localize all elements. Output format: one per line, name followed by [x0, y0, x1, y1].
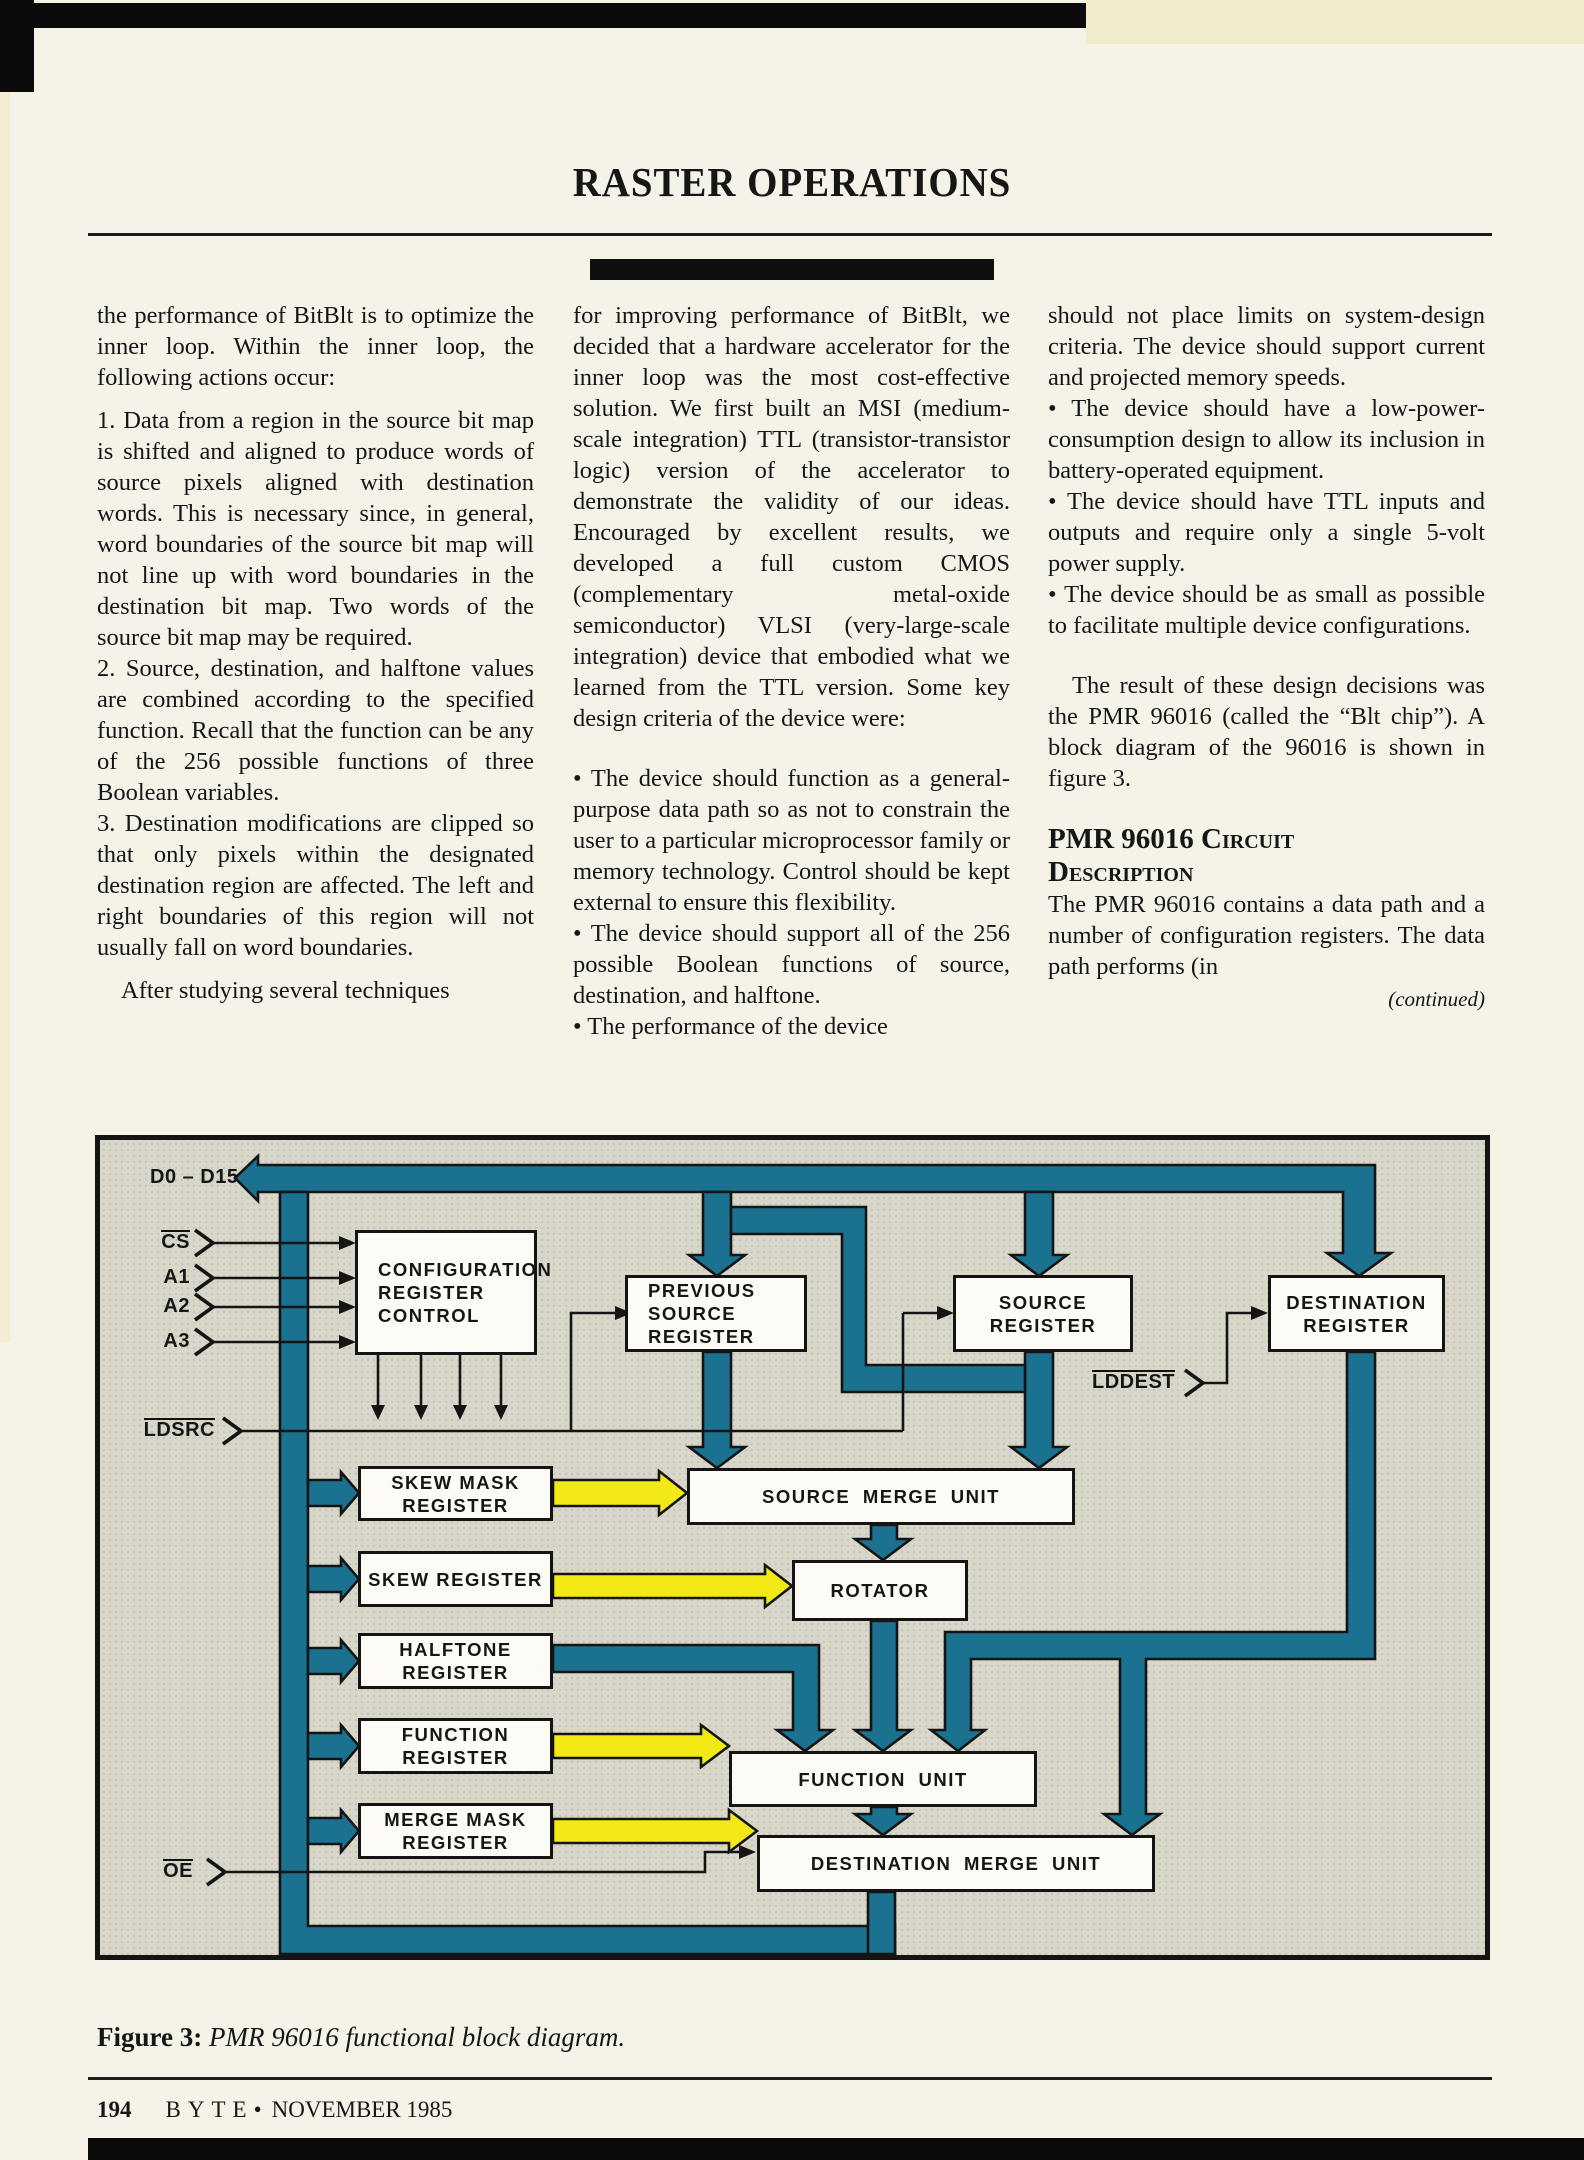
caption-rule: [88, 2077, 1492, 2080]
paragraph: The PMR 96016 contains a data path and a…: [1048, 891, 1485, 980]
column-3: should not place limits on system-design…: [1048, 300, 1485, 1015]
bus-source-loop: [729, 1205, 1027, 1394]
box-source-merge-unit: SOURCE MERGE UNIT: [687, 1468, 1075, 1525]
column-2: for improving performance of BitBlt, we …: [573, 300, 1010, 1042]
signal-label-lddest: LDDEST: [1092, 1370, 1175, 1393]
chevron-a3: [193, 1327, 217, 1357]
box-source-register: SOURCE REGISTER: [953, 1275, 1133, 1352]
paragraph: should not place limits on system-design…: [1048, 302, 1485, 391]
chevron-lddest: [1183, 1368, 1207, 1398]
arrow-feed-halftone: [306, 1636, 361, 1686]
figure-caption-text: PMR 96016 functional block diagram.: [202, 2022, 626, 2052]
chevron-cs: [193, 1228, 217, 1258]
box-merge-mask-register: MERGE MASK REGISTER: [358, 1803, 553, 1859]
chevron-a2: [193, 1292, 217, 1322]
input-chevrons: [193, 1228, 1207, 1887]
signal-label-a1: A1: [163, 1266, 190, 1288]
arrow-feed-skew-mask: [306, 1468, 361, 1518]
box-destination-register: DESTINATION REGISTER: [1268, 1275, 1445, 1352]
column-1: the performance of BitBlt is to optimize…: [97, 300, 534, 1006]
bus-merge-to-rotator: [851, 1523, 915, 1562]
box-previous-source-register: PREVIOUS SOURCE REGISTER: [625, 1275, 807, 1352]
paragraph: After studying several techniques: [121, 977, 450, 1004]
chevron-ldsrc: [221, 1416, 245, 1446]
paragraph: The result of these design decisions was…: [1048, 672, 1485, 792]
bullet-item: • The device should function as a genera…: [573, 765, 1010, 916]
chevron-a1: [193, 1263, 217, 1293]
box-destination-merge-unit: DESTINATION MERGE UNIT: [757, 1835, 1155, 1892]
bus-rotator-to-function: [851, 1619, 915, 1753]
header-rule: [88, 233, 1492, 236]
box-halftone-register: HALFTONE REGISTER: [358, 1633, 553, 1689]
bullet-item: • The device should support all of the 2…: [573, 920, 1010, 1009]
line-oe: [225, 1850, 739, 1874]
box-configuration-register-control: CONFIGURATION REGISTER CONTROL: [355, 1230, 551, 1355]
paragraph: for improving performance of BitBlt, we …: [573, 302, 1010, 732]
bus-prevsource-to-merge: [685, 1350, 749, 1470]
data-bus-shapes: [233, 1152, 1396, 1956]
page-number: 194: [97, 2097, 132, 2122]
control-arrow-merge-mask: [551, 1807, 760, 1855]
section-heading: Description: [1048, 856, 1194, 888]
box-skew-register: SKEW REGISTER: [358, 1551, 553, 1607]
header-thick-bar: [590, 259, 994, 280]
scan-artifact-corner: [0, 0, 34, 92]
control-arrow-skew-mask: [551, 1468, 690, 1518]
signal-label-ldsrc: LDSRC: [143, 1418, 215, 1441]
bullet-item: • The device should have TTL inputs and …: [1048, 488, 1485, 577]
figure-caption-label: Figure 3:: [97, 2022, 203, 2052]
signal-label-d0-d15: D0 – D15: [150, 1166, 239, 1188]
bus-destination-loop: [927, 1350, 1377, 1837]
lines-config-outputs: [376, 1355, 503, 1405]
block-diagram-figure: CONFIGURATION REGISTER CONTROL PREVIOUS …: [95, 1135, 1490, 1960]
issue-date: NOVEMBER 1985: [271, 2097, 453, 2122]
page-footer: 194 BYTE• NOVEMBER 1985: [97, 2097, 997, 2123]
bullet-item: • The device should be as small as possi…: [1048, 581, 1485, 639]
scan-artifact-bottom-bar: [88, 2138, 1584, 2160]
footer-bullet: •: [253, 2097, 262, 2122]
signal-label-a3: A3: [163, 1330, 190, 1352]
numbered-item: 1. Data from a region in the source bit …: [97, 407, 534, 651]
control-arrow-function: [551, 1722, 732, 1770]
bus-destmerge-output: [866, 1890, 897, 1956]
continued-note: (continued): [1388, 987, 1485, 1011]
arrow-feed-function-register: [306, 1721, 361, 1771]
box-skew-mask-register: SKEW MASK REGISTER: [358, 1466, 553, 1521]
arrow-feed-skew-register: [306, 1554, 361, 1604]
line-lddest: [1203, 1311, 1251, 1385]
small-arrowheads: [339, 1236, 1268, 1859]
box-function-unit: FUNCTION UNIT: [729, 1751, 1037, 1807]
control-arrow-skew: [551, 1562, 795, 1610]
bus-function-to-destmerge: [851, 1805, 915, 1837]
bus-top-d0-d15: [233, 1152, 1396, 1278]
paragraph: the performance of BitBlt is to optimize…: [97, 302, 534, 391]
bullet-item: • The performance of the device: [573, 1013, 888, 1040]
scan-artifact-top-bar: [0, 3, 1086, 28]
signal-lines: [213, 1241, 1251, 1874]
signal-label-oe: OE: [163, 1859, 193, 1882]
numbered-item: 2. Source, destination, and halftone val…: [97, 655, 534, 806]
bullet-item: • The device should have a low-power-con…: [1048, 395, 1485, 484]
box-function-register: FUNCTION REGISTER: [358, 1718, 553, 1774]
bus-halftone-to-function: [551, 1643, 837, 1753]
arrow-feed-merge-mask: [306, 1806, 361, 1856]
page-title: RASTER OPERATIONS: [572, 159, 1012, 205]
arrow-feed-source-register: [1007, 1190, 1071, 1278]
bus-network-svg: [193, 1152, 1396, 1956]
chevron-oe: [205, 1857, 229, 1887]
signal-label-a2: A2: [163, 1295, 190, 1317]
line-ldsrc: [241, 1311, 937, 1433]
magazine-name: BYTE: [165, 2097, 254, 2122]
figure-caption: Figure 3: PMR 96016 functional block dia…: [97, 2022, 1297, 2053]
scan-artifact-left-strip: [0, 92, 10, 1342]
control-arrows: [551, 1468, 795, 1855]
box-rotator: ROTATOR: [792, 1560, 968, 1621]
scan-artifact-top-right: [1086, 0, 1584, 44]
numbered-item: 3. Destination modifications are clipped…: [97, 810, 534, 961]
signal-label-cs: CS: [161, 1230, 190, 1253]
section-heading: PMR 96016 Circuit: [1048, 823, 1295, 855]
